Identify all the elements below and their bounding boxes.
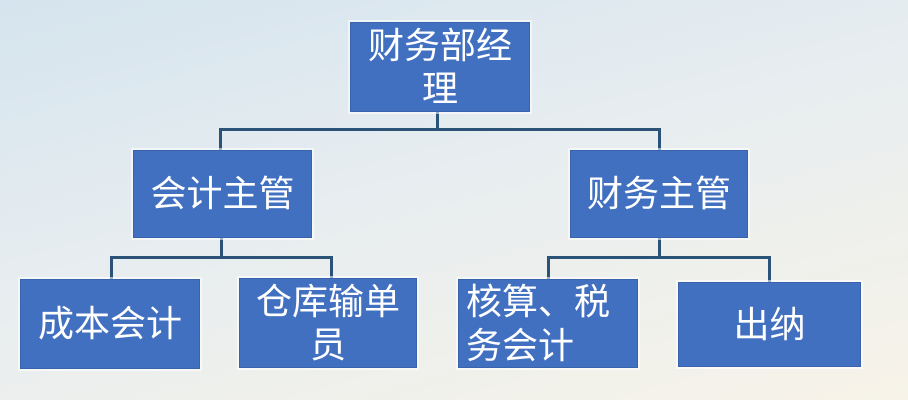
connector-finance-stem	[658, 238, 661, 259]
connector-root-stem	[436, 112, 439, 130]
connector-drop-cashier	[768, 257, 771, 282]
node-label: 出纳	[733, 303, 806, 345]
node-label: 理	[421, 68, 458, 109]
connector-drop-accounting-supervisor	[219, 129, 222, 150]
node-tax-accountant: 核算、税 务会计	[458, 279, 638, 368]
connector-left-horizontal	[110, 256, 333, 259]
connector-level1-horizontal	[219, 128, 661, 131]
node-label: 核算、税	[466, 281, 611, 323]
node-label: 会计主管	[150, 173, 295, 215]
node-warehouse-clerk: 仓库输单 员	[239, 278, 417, 368]
node-finance-manager: 财务部经 理	[350, 22, 530, 112]
node-label: 员	[309, 324, 346, 365]
node-cost-accountant: 成本会计	[20, 279, 200, 369]
node-label: 仓库输单	[255, 280, 400, 322]
connector-drop-finance-supervisor	[658, 129, 661, 150]
connector-drop-warehouse-clerk	[330, 257, 333, 278]
node-label: 成本会计	[37, 303, 182, 345]
node-accounting-supervisor: 会计主管	[133, 150, 312, 238]
node-label: 务会计	[466, 324, 575, 366]
connector-right-horizontal	[547, 256, 771, 259]
connector-drop-cost-accountant	[110, 257, 113, 279]
node-label: 财务部经	[367, 24, 512, 66]
node-label: 财务主管	[586, 173, 731, 215]
connector-drop-tax-accountant	[547, 257, 550, 279]
node-finance-supervisor: 财务主管	[570, 150, 748, 238]
node-cashier: 出纳	[678, 282, 861, 367]
connector-accounting-stem	[220, 238, 223, 259]
